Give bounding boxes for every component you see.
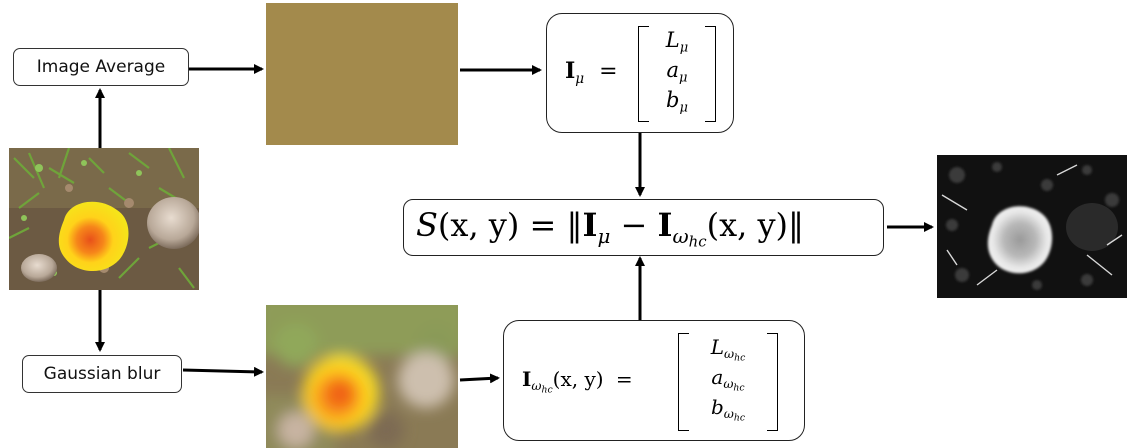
blur-entry-b: bωhc [710, 395, 746, 424]
gaussian-blur-label: Gaussian blur [22, 355, 182, 393]
gaussian-blur-text: Gaussian blur [43, 364, 161, 384]
mean-color-equation: Iμ = Lμ aμ bμ [546, 13, 734, 133]
image-average-text: Image Average [36, 57, 166, 77]
mean-eq-equals: = [599, 59, 618, 84]
arrow-blurred-to-blur-eq [459, 373, 500, 384]
mean-eq-matrix: Lμ aμ bμ [638, 26, 716, 122]
blur-eq-lhs: Iωhc(x, y) = [522, 367, 633, 396]
mean-eq-lhs: Iμ = [565, 58, 618, 87]
blur-color-equation: Iωhc(x, y) = Lωhc aωhc bωhc [503, 320, 805, 441]
mean-eq-lhs-sub: μ [575, 70, 585, 87]
matrix-left-bracket [638, 26, 649, 122]
saliency-equation: S(x, y) = ‖Iμ − Iωhc(x, y)‖ [403, 199, 884, 256]
original-flower-photo [9, 148, 199, 290]
arrow-blur-label-to-blurred [182, 366, 264, 377]
blur-eq-matrix: Lωhc aωhc bωhc [678, 333, 778, 431]
blurred-flower-photo [266, 305, 458, 448]
saliency-formula: S(x, y) = ‖Iμ − Iωhc(x, y)‖ [416, 206, 805, 251]
image-average-label: Image Average [13, 48, 189, 86]
blur-entry-a: aωhc [711, 365, 745, 394]
average-color-swatch [266, 3, 458, 145]
mean-entry-a: aμ [666, 58, 688, 86]
mean-eq-I: I [565, 58, 576, 84]
matrix-right-bracket [767, 333, 778, 431]
mean-entry-b: bμ [666, 88, 688, 116]
matrix-right-bracket [705, 26, 716, 122]
saliency-map-image [937, 155, 1127, 298]
blur-entry-L: Lωhc [710, 335, 746, 364]
matrix-left-bracket [678, 333, 689, 431]
mean-entry-L: Lμ [665, 28, 689, 56]
